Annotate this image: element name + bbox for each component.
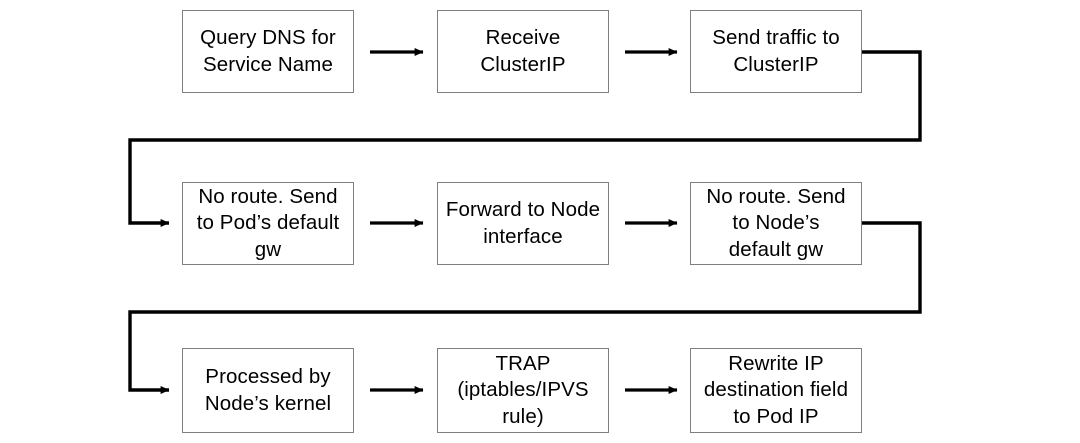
flow-node-label: Rewrite IP destination field to Pod IP xyxy=(703,352,849,428)
flow-node-no-route-pod-gw[interactable]: No route. Send to Pod’s default gw xyxy=(182,182,354,265)
flow-node-no-route-node-gw[interactable]: No route. Send to Node’s default gw xyxy=(690,182,862,265)
flow-node-label: TRAP (iptables/IPVS rule) xyxy=(457,352,589,428)
flow-node-label: Query DNS for Service Name xyxy=(200,26,336,76)
flow-node-processed-by-node-kernel[interactable]: Processed by Node’s kernel xyxy=(182,348,354,433)
flow-node-rewrite-ip-destination[interactable]: Rewrite IP destination field to Pod IP xyxy=(690,348,862,433)
flow-node-label: No route. Send to Node’s default gw xyxy=(706,185,846,261)
flow-node-trap-iptables-ipvs[interactable]: TRAP (iptables/IPVS rule) xyxy=(437,348,609,433)
flow-node-label: No route. Send to Pod’s default gw xyxy=(196,185,340,261)
flow-node-label: Receive ClusterIP xyxy=(480,26,566,76)
flow-node-forward-to-node-interface[interactable]: Forward to Node interface xyxy=(437,182,609,265)
flow-node-receive-clusterip[interactable]: Receive ClusterIP xyxy=(437,10,609,93)
flow-node-label: Processed by Node’s kernel xyxy=(204,365,332,415)
flow-node-label: Forward to Node interface xyxy=(445,198,601,248)
flow-node-send-traffic-to-clusterip[interactable]: Send traffic to ClusterIP xyxy=(690,10,862,93)
flow-node-query-dns[interactable]: Query DNS for Service Name xyxy=(182,10,354,93)
flow-node-label: Send traffic to ClusterIP xyxy=(712,26,840,76)
